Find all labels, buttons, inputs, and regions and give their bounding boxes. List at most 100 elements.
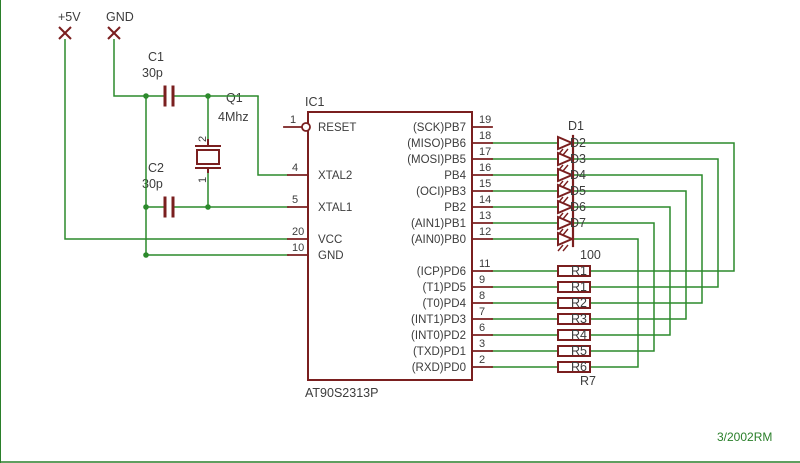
r7-ref: R7	[580, 374, 596, 388]
resistor-ref-label: R6	[571, 360, 587, 374]
ic1-right-pin-name: (INT1)PD3	[411, 314, 466, 326]
ic-pins-layer: 1RESET4XTAL25XTAL120VCC10GND19(SCK)PB718…	[283, 114, 493, 374]
resistor-body	[557, 313, 591, 325]
ic1-right-pin-number: 14	[479, 194, 491, 206]
led-return-wire	[574, 238, 639, 368]
ic1-right-pin-number: 8	[479, 290, 485, 302]
led-return-wire	[574, 174, 703, 304]
vcc-supply-marker	[58, 26, 72, 40]
ic1-right-pin-number: 13	[479, 210, 491, 222]
led-diode-triangle	[557, 199, 575, 215]
c2-to-q1-wire	[173, 170, 209, 208]
ic1-right-pin-name: (AIN0)PB0	[411, 234, 466, 246]
ic1-right-pin-name: (ICP)PD6	[417, 266, 466, 278]
d1-ref: D1	[568, 119, 584, 133]
ic1-right-pin-number: 15	[479, 178, 491, 190]
resistor-ref-label: R2	[571, 296, 587, 310]
junction-dot	[205, 204, 211, 210]
ic1-right-pin-name: (AIN1)PB1	[411, 218, 466, 230]
led-return-wire	[574, 142, 735, 272]
q1-crystal-body	[196, 149, 220, 165]
resistor-body	[557, 329, 591, 341]
resistor-ref-label: R4	[571, 328, 587, 342]
ic1-part: AT90S2313P	[305, 386, 378, 400]
resistor-ref-label: R1	[571, 264, 587, 278]
q1-pin1-label: 1	[197, 177, 209, 183]
ic1-left-pin-number: 10	[292, 242, 304, 254]
ic1-ref: IC1	[305, 95, 325, 109]
resistor-body	[557, 265, 591, 277]
ic1-right-pin-number: 16	[479, 162, 491, 174]
ic1-right-pin-number: 6	[479, 322, 485, 334]
diode-ref-label: D4	[570, 168, 586, 182]
led-diode-triangle	[557, 183, 575, 199]
ic1-right-pin-name: (OCI)PB3	[416, 186, 466, 198]
junction-dot	[205, 93, 211, 99]
vcc-label: +5V	[58, 10, 81, 24]
ic1-right-pin-number: 2	[479, 354, 485, 366]
led-diode-triangle	[557, 215, 575, 231]
ic1-left-pin-name: XTAL2	[318, 170, 352, 182]
c1-ref: C1	[148, 50, 164, 64]
ic1-right-pin-number: 17	[479, 146, 491, 158]
resistor-body	[557, 361, 591, 373]
resistor-body	[557, 281, 591, 293]
ic1-right-pin-number: 9	[479, 274, 485, 286]
ic1-right-pin-name: PB4	[444, 170, 466, 182]
diode-ref-label: D3	[570, 152, 586, 166]
ic1-right-pin-name: (SCK)PB7	[413, 122, 466, 134]
junction-dot	[143, 93, 149, 99]
c1-value: 30p	[142, 66, 163, 80]
resistor-body	[557, 297, 591, 309]
vcc-wire	[64, 39, 288, 240]
ic1-body	[307, 111, 473, 381]
led-diode-triangle	[557, 231, 575, 247]
resistor-ref-label: R3	[571, 312, 587, 326]
q1-pin2-label: 2	[197, 136, 209, 142]
ic1-left-pin-number: 5	[292, 194, 298, 206]
c2-ref: C2	[148, 161, 164, 175]
ic1-left-pin-name: GND	[318, 250, 344, 262]
diode-ref-label: D7	[570, 216, 586, 230]
ic1-right-pin-number: 7	[479, 306, 485, 318]
ic1-right-pin-name: (INT0)PD2	[411, 330, 466, 342]
led-emission-arrows	[557, 244, 569, 252]
q1-value: 4Mhz	[218, 110, 249, 124]
ic1-right-pin-number: 19	[479, 114, 491, 126]
ic1-right-pin-name: (MISO)PB6	[407, 138, 466, 150]
q1-ref: Q1	[226, 91, 243, 105]
gnd-label: GND	[106, 10, 134, 24]
revision-stamp: 3/2002RM	[717, 430, 772, 444]
c1-to-q1-wire	[173, 95, 209, 140]
resistor-body	[557, 345, 591, 357]
resistor-value: 100	[580, 248, 601, 262]
led-diode-triangle	[557, 135, 575, 151]
junction-dot	[143, 204, 149, 210]
ic1-right-pin-name: (TXD)PD1	[413, 346, 466, 358]
ic1-right-pin-number: 11	[479, 258, 490, 270]
led-diode-triangle	[557, 167, 575, 183]
diode-ref-label: D6	[570, 200, 586, 214]
junction-dot	[143, 252, 149, 258]
ic1-right-pin-number: 3	[479, 338, 485, 350]
diode-ref-label: D5	[570, 184, 586, 198]
ic1-left-pin-name: RESET	[318, 122, 356, 134]
resistor-ref-label: R5	[571, 344, 587, 358]
ic1-right-pin-name: (RXD)PD0	[412, 362, 466, 374]
ic1-right-pin-number: 18	[479, 130, 491, 142]
ic1-left-pin-number: 4	[292, 162, 298, 174]
ic1-right-pin-name: (MOSI)PB5	[407, 154, 466, 166]
ic1-right-pin-name: PB2	[444, 202, 466, 214]
ic1-right-pin-name: (T1)PD5	[423, 282, 466, 294]
led-return-wire	[574, 222, 655, 352]
xtal2-wire	[257, 96, 288, 176]
c2-value: 30p	[142, 177, 163, 191]
ic1-right-pin-number: 12	[479, 226, 491, 238]
parts-layer	[163, 85, 591, 381]
ic1-left-pin-number: 1	[290, 114, 296, 126]
ic1-right-pin-name: (T0)PD4	[423, 298, 467, 310]
ic1-left-pin-number: 20	[292, 226, 304, 238]
